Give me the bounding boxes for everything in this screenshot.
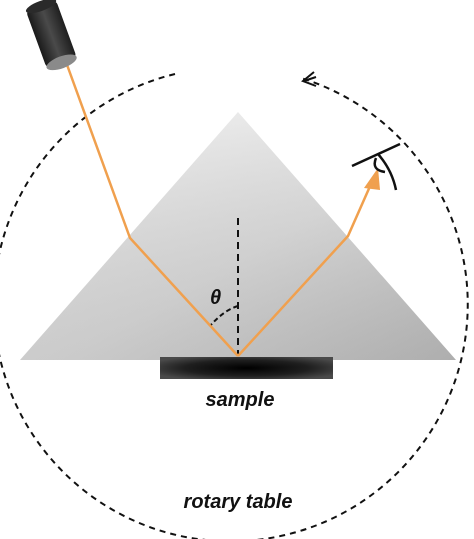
sample-label: sample	[206, 389, 275, 411]
sample-plate	[160, 357, 333, 379]
rotary-table-label: rotary table	[184, 491, 293, 513]
rotation-arrow-icon	[301, 71, 317, 87]
angle-arc	[209, 305, 239, 327]
eye-icon	[351, 142, 401, 191]
incident-beam	[64, 61, 239, 357]
beam-arrowhead	[364, 168, 380, 190]
reflected-beam	[237, 183, 373, 357]
angle-label: θ	[210, 287, 221, 309]
light-source-icon	[25, 0, 77, 71]
